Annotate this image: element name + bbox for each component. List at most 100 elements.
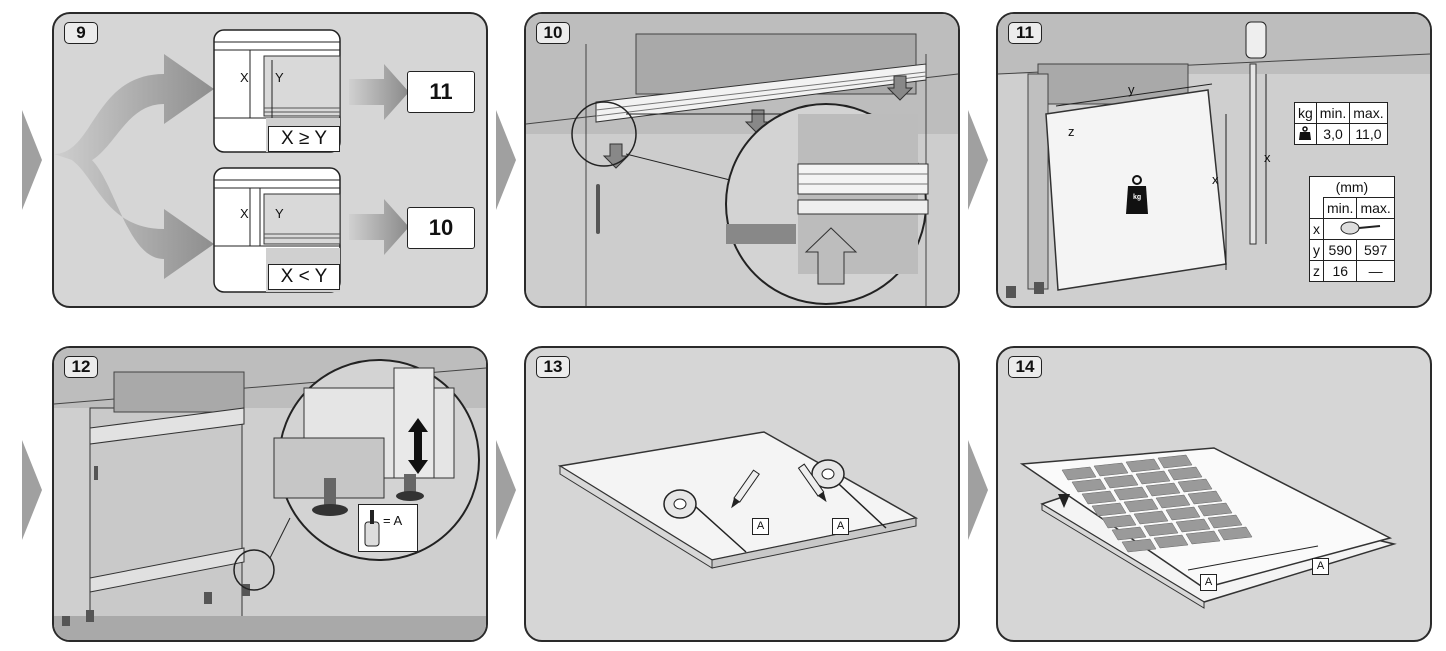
template-grid [1061,454,1253,553]
template-cell [1197,502,1233,517]
dimension-x-label-bottom: X [240,206,249,221]
dimension-y-label-top: Y [275,70,284,85]
dimension-x-label-top: X [240,70,249,85]
down-arrow-left [602,143,630,169]
step-number: 11 [1008,22,1042,44]
y-max-value: 597 [1356,239,1395,261]
template-cell [1217,526,1253,541]
template-cell [1153,534,1189,549]
step-13-panel: 13 A A [524,346,960,642]
template-cell [1165,506,1201,521]
row-label-x: x [1309,218,1324,240]
template-cell [1145,482,1181,497]
template-cell [1185,530,1221,545]
step-number: 12 [64,356,98,378]
zoom-detail-circle [273,359,480,561]
template-cell [1103,474,1139,489]
tape-measure-icon [1340,221,1380,234]
dimension-z-label: z [1068,124,1075,139]
mark-a-left: A [1200,574,1217,591]
step-11-panel: 11 y z x x kg kg min. max. 3,0 11,0 (mm)… [996,12,1432,308]
step-number: 10 [536,22,570,44]
weight-small-icon [1299,125,1312,140]
up-arrow-detail [804,227,858,285]
equals-a-label: = A [383,513,403,528]
pencil-right [797,463,827,503]
template-sheet-illustration [1019,447,1397,609]
empty-header-cell [1310,198,1324,219]
goto-step-11-box: 11 [407,71,475,113]
template-cell [1133,510,1169,525]
y-min-value: 590 [1322,239,1358,261]
height-arrow [408,418,428,474]
chevron-right-icon [496,440,516,540]
arrow-to-11 [349,64,409,120]
step-14-panel: 14 A A [996,346,1432,642]
template-cell [1081,490,1117,505]
template-cell [1121,538,1157,553]
row-label-y: y [1309,239,1324,261]
branch-arrow-down [54,154,214,279]
step-number: 13 [536,356,570,378]
goto-step-10-box: 10 [407,207,475,249]
template-cell [1143,522,1179,537]
tape-measure-body [1245,21,1267,59]
chevron-right-icon [968,440,988,540]
condition-x-lt-y: X < Y [268,264,340,290]
trim-strip-illustration [526,14,958,306]
template-cell [1071,478,1107,493]
dimension-x-door-label: x [1212,172,1219,187]
dimension-limits-table: (mm) min. max. x y 590 597 z 16 — [1309,176,1395,282]
foot-height-illustration [54,348,486,640]
arrow-to-10 [349,199,409,255]
chevron-right-icon [968,110,988,210]
equals-a-note: = A [358,504,418,552]
template-cell [1167,466,1203,481]
template-cell [1157,454,1193,469]
step-number: 14 [1008,356,1042,378]
header-max: max. [1349,102,1388,124]
down-arrow-right [886,75,914,101]
chevron-right-icon [496,110,516,210]
weight-max-value: 11,0 [1349,123,1388,145]
template-cell [1091,502,1127,517]
step-number: 9 [64,22,98,44]
weight-min-value: 3,0 [1315,123,1351,145]
small-detail-circle [571,101,637,167]
foot-c [204,592,212,604]
branch-arrows-illustration [54,29,409,293]
template-cell [1125,458,1161,473]
trim-strip [595,63,927,123]
step-10-panel: 10 [524,12,960,308]
template-cell [1187,490,1223,505]
foot-d [242,584,250,596]
weight-icon [1126,175,1148,214]
template-cell [1093,462,1129,477]
zoom-detail-circle [725,103,929,305]
row-label-z: z [1309,260,1324,282]
tape-measure-icon-cell [1323,218,1395,240]
z-max-value: — [1356,260,1395,282]
foot-right [1034,282,1044,294]
weight-limits-table: kg min. max. 3,0 11,0 [1294,102,1388,145]
tape-measure-left [663,489,697,519]
tape-measure-icon [364,510,380,547]
dimension-y-label: y [1128,82,1135,97]
z-min-value: 16 [1322,260,1358,282]
foot-left [1006,286,1016,298]
template-cell [1111,526,1147,541]
chevron-right-icon [22,110,42,210]
condition-x-ge-y: X ≥ Y [268,126,340,152]
weight-icon-cell [1294,123,1317,145]
mark-a-right: A [832,518,849,535]
mark-a-left: A [752,518,769,535]
foot-b [86,610,94,622]
inset-top-cabinet [213,29,341,153]
template-cell [1135,470,1171,485]
tape-measure-right [811,459,845,489]
template-cell [1207,514,1243,529]
step-9-panel: 9 X Y X ≥ Y X Y X < Y 11 10 [52,12,488,308]
marking-panel-illustration [557,431,919,569]
weight-kg-label: kg [1133,194,1142,201]
branch-arrow-up [54,54,214,164]
